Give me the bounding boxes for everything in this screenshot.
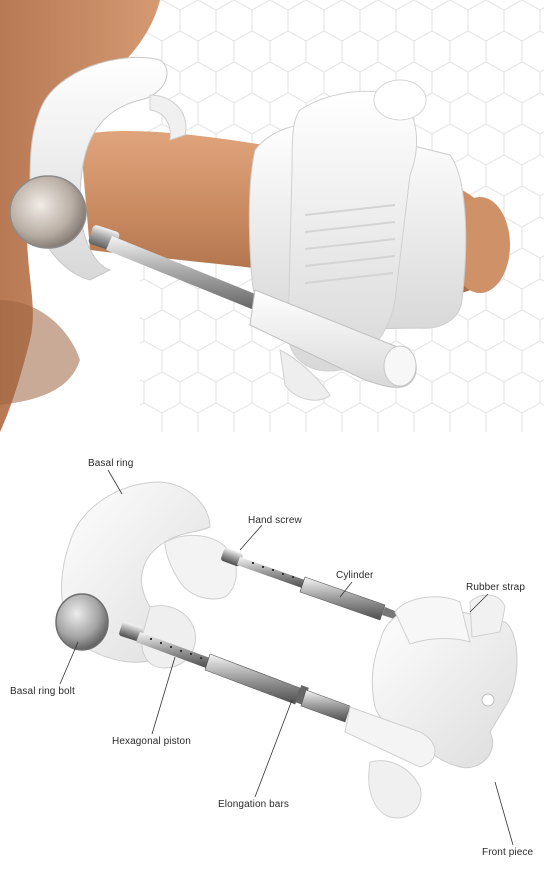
labeled-device-diagram: Basal ring Hand screw Cylinder Rubber st…: [0, 432, 544, 877]
elongation-bar-1: [205, 654, 300, 704]
rubber-strap-part: [395, 597, 470, 644]
hexagonal-piston-upper: [237, 557, 305, 588]
basal-ring-bolt-illustration: [10, 176, 86, 248]
label-hand-screw: Hand screw: [248, 515, 302, 526]
label-cylinder: Cylinder: [336, 570, 373, 581]
label-elongation-bars: Elongation bars: [218, 799, 289, 810]
label-hexagonal-piston: Hexagonal piston: [112, 736, 191, 747]
elongation-bar-2: [301, 690, 350, 722]
leader-basal-ring: [108, 470, 122, 494]
leader-front-piece: [495, 782, 513, 845]
leader-elongation-bars: [255, 700, 292, 797]
leader-hexagonal-piston: [152, 657, 175, 734]
label-basal-ring-bolt: Basal ring bolt: [10, 686, 75, 697]
label-rubber-strap: Rubber strap: [466, 582, 525, 593]
basal-ring-upper-lobe: [165, 535, 236, 598]
worn-device-svg: [0, 0, 544, 432]
cylinder-part: [300, 577, 385, 620]
labeled-device-svg: [0, 432, 544, 877]
label-front-piece: Front piece: [482, 847, 533, 858]
worn-device-illustration: [0, 0, 544, 432]
basal-ring-bolt-part: [56, 594, 108, 650]
label-basal-ring: Basal ring: [88, 458, 133, 469]
leader-hand-screw: [240, 525, 262, 550]
leader-basal-ring-bolt: [60, 642, 78, 684]
